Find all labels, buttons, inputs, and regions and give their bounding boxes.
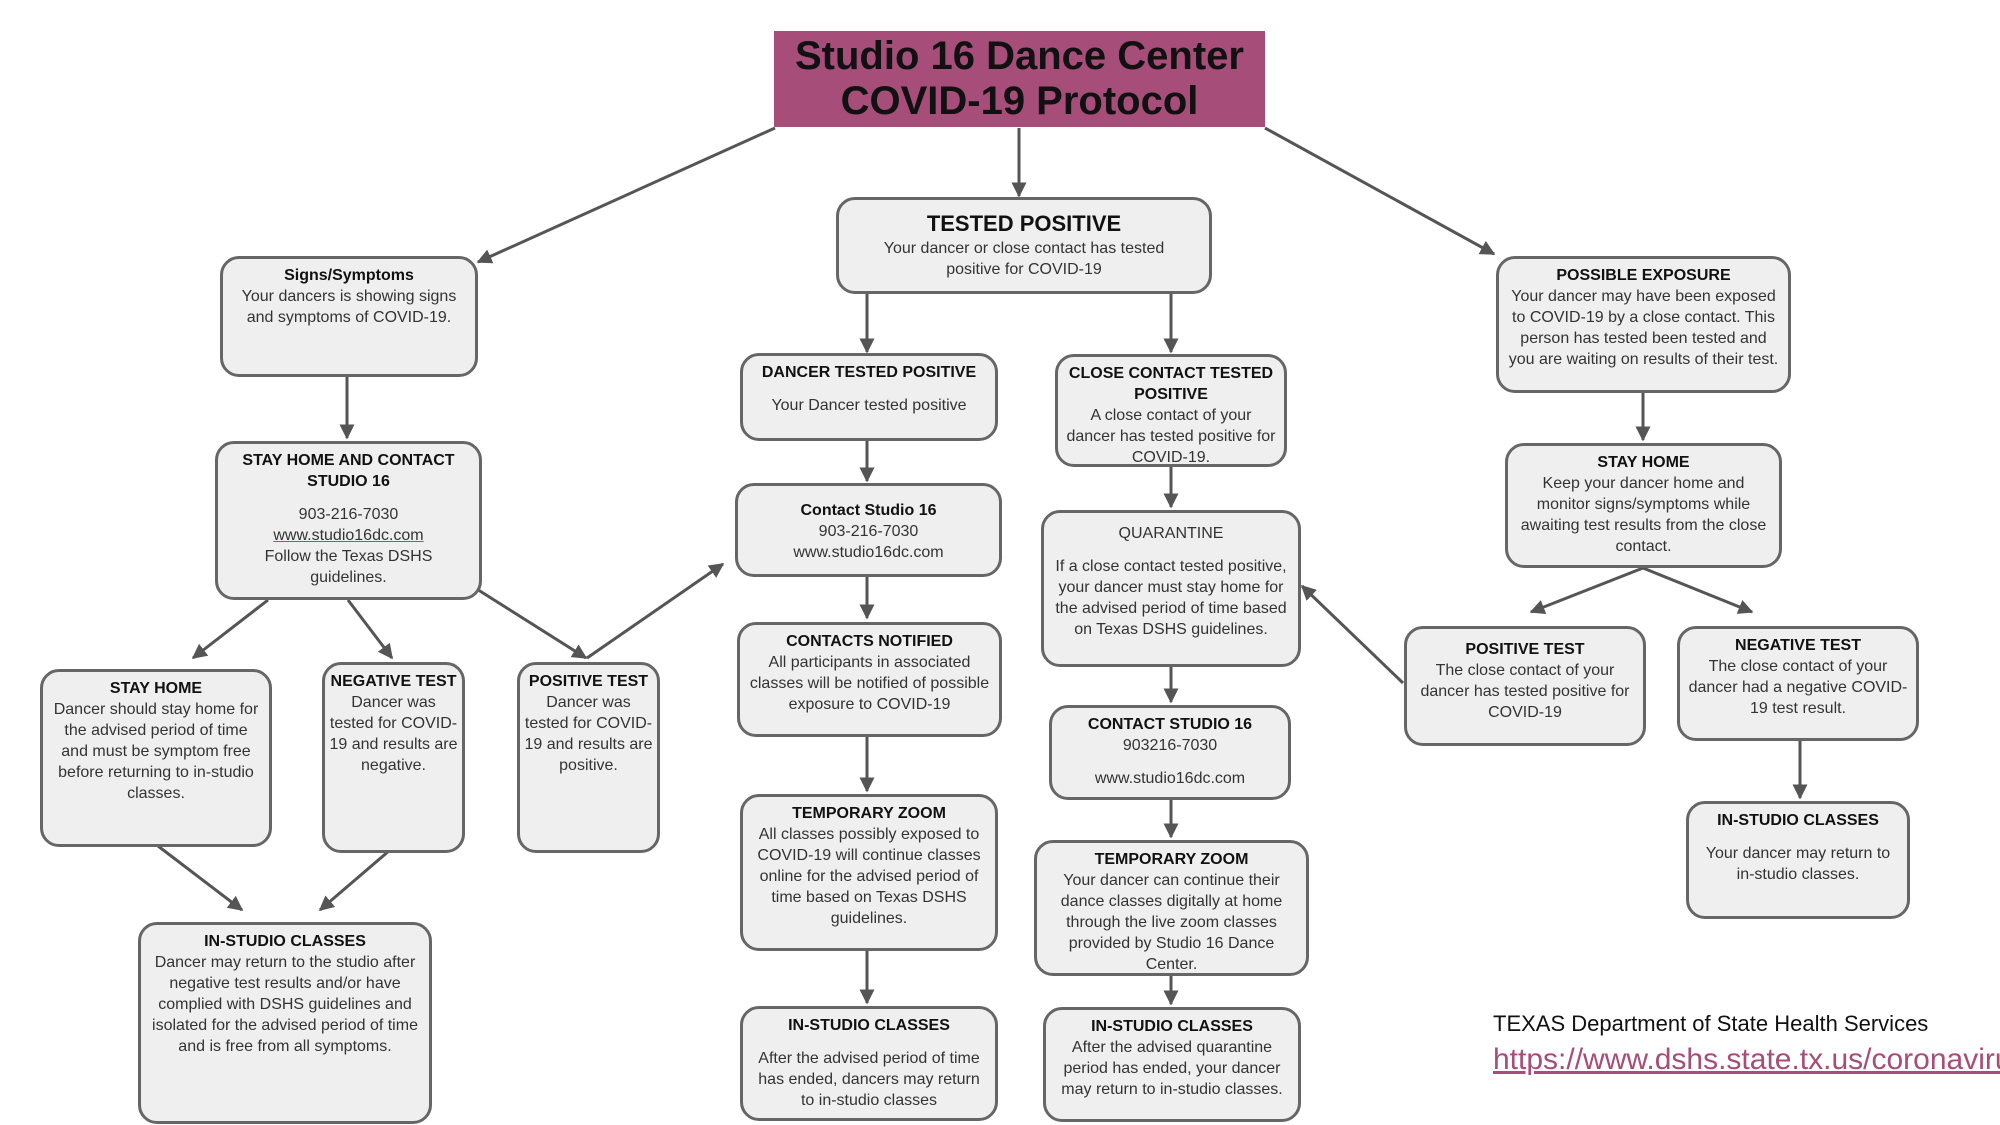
positive-test-left-header: POSITIVE TEST (528, 673, 649, 690)
arrow-title-to-possible-exposure (1264, 126, 1496, 256)
negative-test-left-text: Dancer was tested for COVID-19 and resul… (329, 694, 458, 774)
dshs-url-link[interactable]: https://www.dshs.state.tx.us/coronavirus… (1493, 1043, 2000, 1076)
contacts-notified-header: CONTACTS NOTIFIED (786, 633, 953, 650)
stay-home-contact-phone: 903-216-7030 (298, 506, 399, 523)
negative-test-right-header: NEGATIVE TEST (1735, 637, 1861, 654)
contact-studio-right-phone: 903216-7030 (1122, 737, 1218, 754)
positive-test-left-text: Dancer was tested for COVID-19 and resul… (524, 694, 653, 774)
title-line-1: Studio 16 Dance Center (794, 34, 1244, 78)
arrow-contact-to-stay-home-left (191, 598, 269, 660)
close-contact-positive-header: CLOSE CONTACT TESTED POSITIVE (1068, 365, 1274, 403)
dancer-tested-positive-header: DANCER TESTED POSITIVE (761, 364, 977, 381)
dshs-reference: TEXAS Department of State Health Service… (1493, 1010, 2000, 1078)
instudio-right-text: After the advised quarantine period has … (1061, 1039, 1283, 1098)
instudio-right-header: IN-STUDIO CLASSES (1091, 1018, 1253, 1035)
contact-studio-center-website: www.studio16dc.com (793, 544, 944, 561)
instudio-right-box: IN-STUDIO CLASSES After the advised quar… (1043, 1007, 1301, 1122)
tested-positive-text: Your dancer or close contact has tested … (883, 240, 1165, 278)
stay-home-left-box: STAY HOME Dancer should stay home for th… (40, 669, 272, 847)
negative-test-right-box: NEGATIVE TEST The close contact of your … (1677, 626, 1919, 741)
stay-home-contact-box: STAY HOME AND CONTACT STUDIO 16 903-216-… (215, 441, 482, 600)
contact-studio-center-box: Contact Studio 16 903-216-7030 www.studi… (735, 483, 1002, 577)
title-line-2: COVID-19 Protocol (840, 79, 1199, 123)
instudio-far-right-header: IN-STUDIO CLASSES (1717, 812, 1879, 829)
stay-home-contact-text: Follow the Texas DSHS guidelines. (264, 548, 433, 586)
arrow-negative-left-to-instudio (318, 848, 391, 912)
quarantine-text: If a close contact tested positive, your… (1055, 558, 1287, 638)
stay-home-contact-website-link[interactable]: www.studio16dc.com (273, 527, 424, 544)
dancer-tested-positive-box: DANCER TESTED POSITIVE Your Dancer teste… (740, 353, 998, 441)
tested-positive-header: TESTED POSITIVE (926, 211, 1122, 236)
possible-exposure-text: Your dancer may have been exposed to COV… (1508, 288, 1779, 368)
quarantine-header: QUARANTINE (1118, 525, 1224, 542)
possible-exposure-box: POSSIBLE EXPOSURE Your dancer may have b… (1496, 256, 1791, 393)
stay-home-right-header: STAY HOME (1597, 454, 1690, 471)
arrow-stay-home-left-to-instudio (157, 844, 244, 912)
arrow-stay-home-right-to-negative (1642, 566, 1754, 614)
zoom-center-header: TEMPORARY ZOOM (792, 805, 946, 822)
stay-home-left-text: Dancer should stay home for the advised … (53, 701, 259, 802)
instudio-center-text: After the advised period of time has end… (758, 1050, 980, 1109)
dshs-label: TEXAS Department of State Health Service… (1493, 1011, 1929, 1036)
instudio-far-right-box: IN-STUDIO CLASSES Your dancer may return… (1686, 801, 1910, 919)
arrow-stay-home-right-to-positive (1529, 566, 1644, 615)
close-contact-positive-box: CLOSE CONTACT TESTED POSITIVE A close co… (1055, 354, 1287, 467)
stay-home-left-header: STAY HOME (109, 680, 203, 697)
zoom-right-text: Your dancer can continue their dance cla… (1060, 872, 1283, 973)
positive-test-left-box: POSITIVE TEST Dancer was tested for COVI… (517, 662, 660, 853)
instudio-center-header: IN-STUDIO CLASSES (788, 1017, 950, 1034)
positive-test-right-box: POSITIVE TEST The close contact of your … (1404, 626, 1646, 746)
contact-studio-right-header: CONTACT STUDIO 16 (1087, 716, 1253, 733)
contact-studio-center-phone: 903-216-7030 (818, 523, 919, 540)
close-contact-positive-text: A close contact of your dancer has teste… (1066, 407, 1276, 466)
zoom-center-box: TEMPORARY ZOOM All classes possibly expo… (740, 794, 998, 951)
contacts-notified-box: CONTACTS NOTIFIED All participants in as… (737, 622, 1002, 737)
signs-symptoms-box: Signs/Symptoms Your dancers is showing s… (220, 256, 478, 377)
positive-test-right-text: The close contact of your dancer has tes… (1420, 662, 1630, 721)
arrow-contact-to-negative-left (346, 599, 394, 660)
page-title: Studio 16 Dance Center COVID-19 Protocol (774, 31, 1265, 127)
arrow-positive-left-to-contact-studio (586, 562, 725, 660)
arrow-title-to-signs (476, 126, 776, 264)
positive-test-right-header: POSITIVE TEST (1465, 641, 1585, 658)
negative-test-left-box: NEGATIVE TEST Dancer was tested for COVI… (322, 662, 465, 853)
contact-studio-center-header: Contact Studio 16 (800, 502, 937, 519)
zoom-right-header: TEMPORARY ZOOM (1094, 851, 1249, 868)
stay-home-contact-header: STAY HOME AND CONTACT STUDIO 16 (242, 452, 455, 490)
negative-test-right-text: The close contact of your dancer had a n… (1688, 658, 1908, 717)
contact-studio-right-website: www.studio16dc.com (1094, 770, 1246, 787)
quarantine-box: QUARANTINE If a close contact tested pos… (1041, 510, 1301, 667)
signs-symptoms-header: Signs/Symptoms (284, 267, 414, 284)
negative-test-left-header: NEGATIVE TEST (330, 673, 457, 690)
dancer-tested-positive-text: Your Dancer tested positive (771, 397, 967, 414)
arrow-contact-to-positive-left (471, 584, 588, 660)
zoom-right-box: TEMPORARY ZOOM Your dancer can continue … (1034, 840, 1309, 976)
zoom-center-text: All classes possibly exposed to COVID-19… (757, 826, 981, 927)
stay-home-right-box: STAY HOME Keep your dancer home and moni… (1505, 443, 1782, 568)
tested-positive-box: TESTED POSITIVE Your dancer or close con… (836, 197, 1212, 294)
instudio-left-header: IN-STUDIO CLASSES (204, 933, 366, 950)
instudio-center-box: IN-STUDIO CLASSES After the advised peri… (740, 1006, 998, 1121)
instudio-far-right-text: Your dancer may return to in-studio clas… (1705, 845, 1891, 883)
contact-studio-right-box: CONTACT STUDIO 16 903216-7030 www.studio… (1049, 705, 1291, 800)
signs-symptoms-text: Your dancers is showing signs and sympto… (241, 288, 457, 326)
instudio-left-text: Dancer may return to the studio after ne… (152, 954, 418, 1055)
possible-exposure-header: POSSIBLE EXPOSURE (1556, 267, 1731, 284)
contacts-notified-text: All participants in associated classes w… (749, 654, 990, 713)
arrow-positive-right-to-quarantine (1300, 584, 1405, 685)
instudio-left-box: IN-STUDIO CLASSES Dancer may return to t… (138, 922, 432, 1124)
stay-home-right-text: Keep your dancer home and monitor signs/… (1520, 475, 1767, 555)
